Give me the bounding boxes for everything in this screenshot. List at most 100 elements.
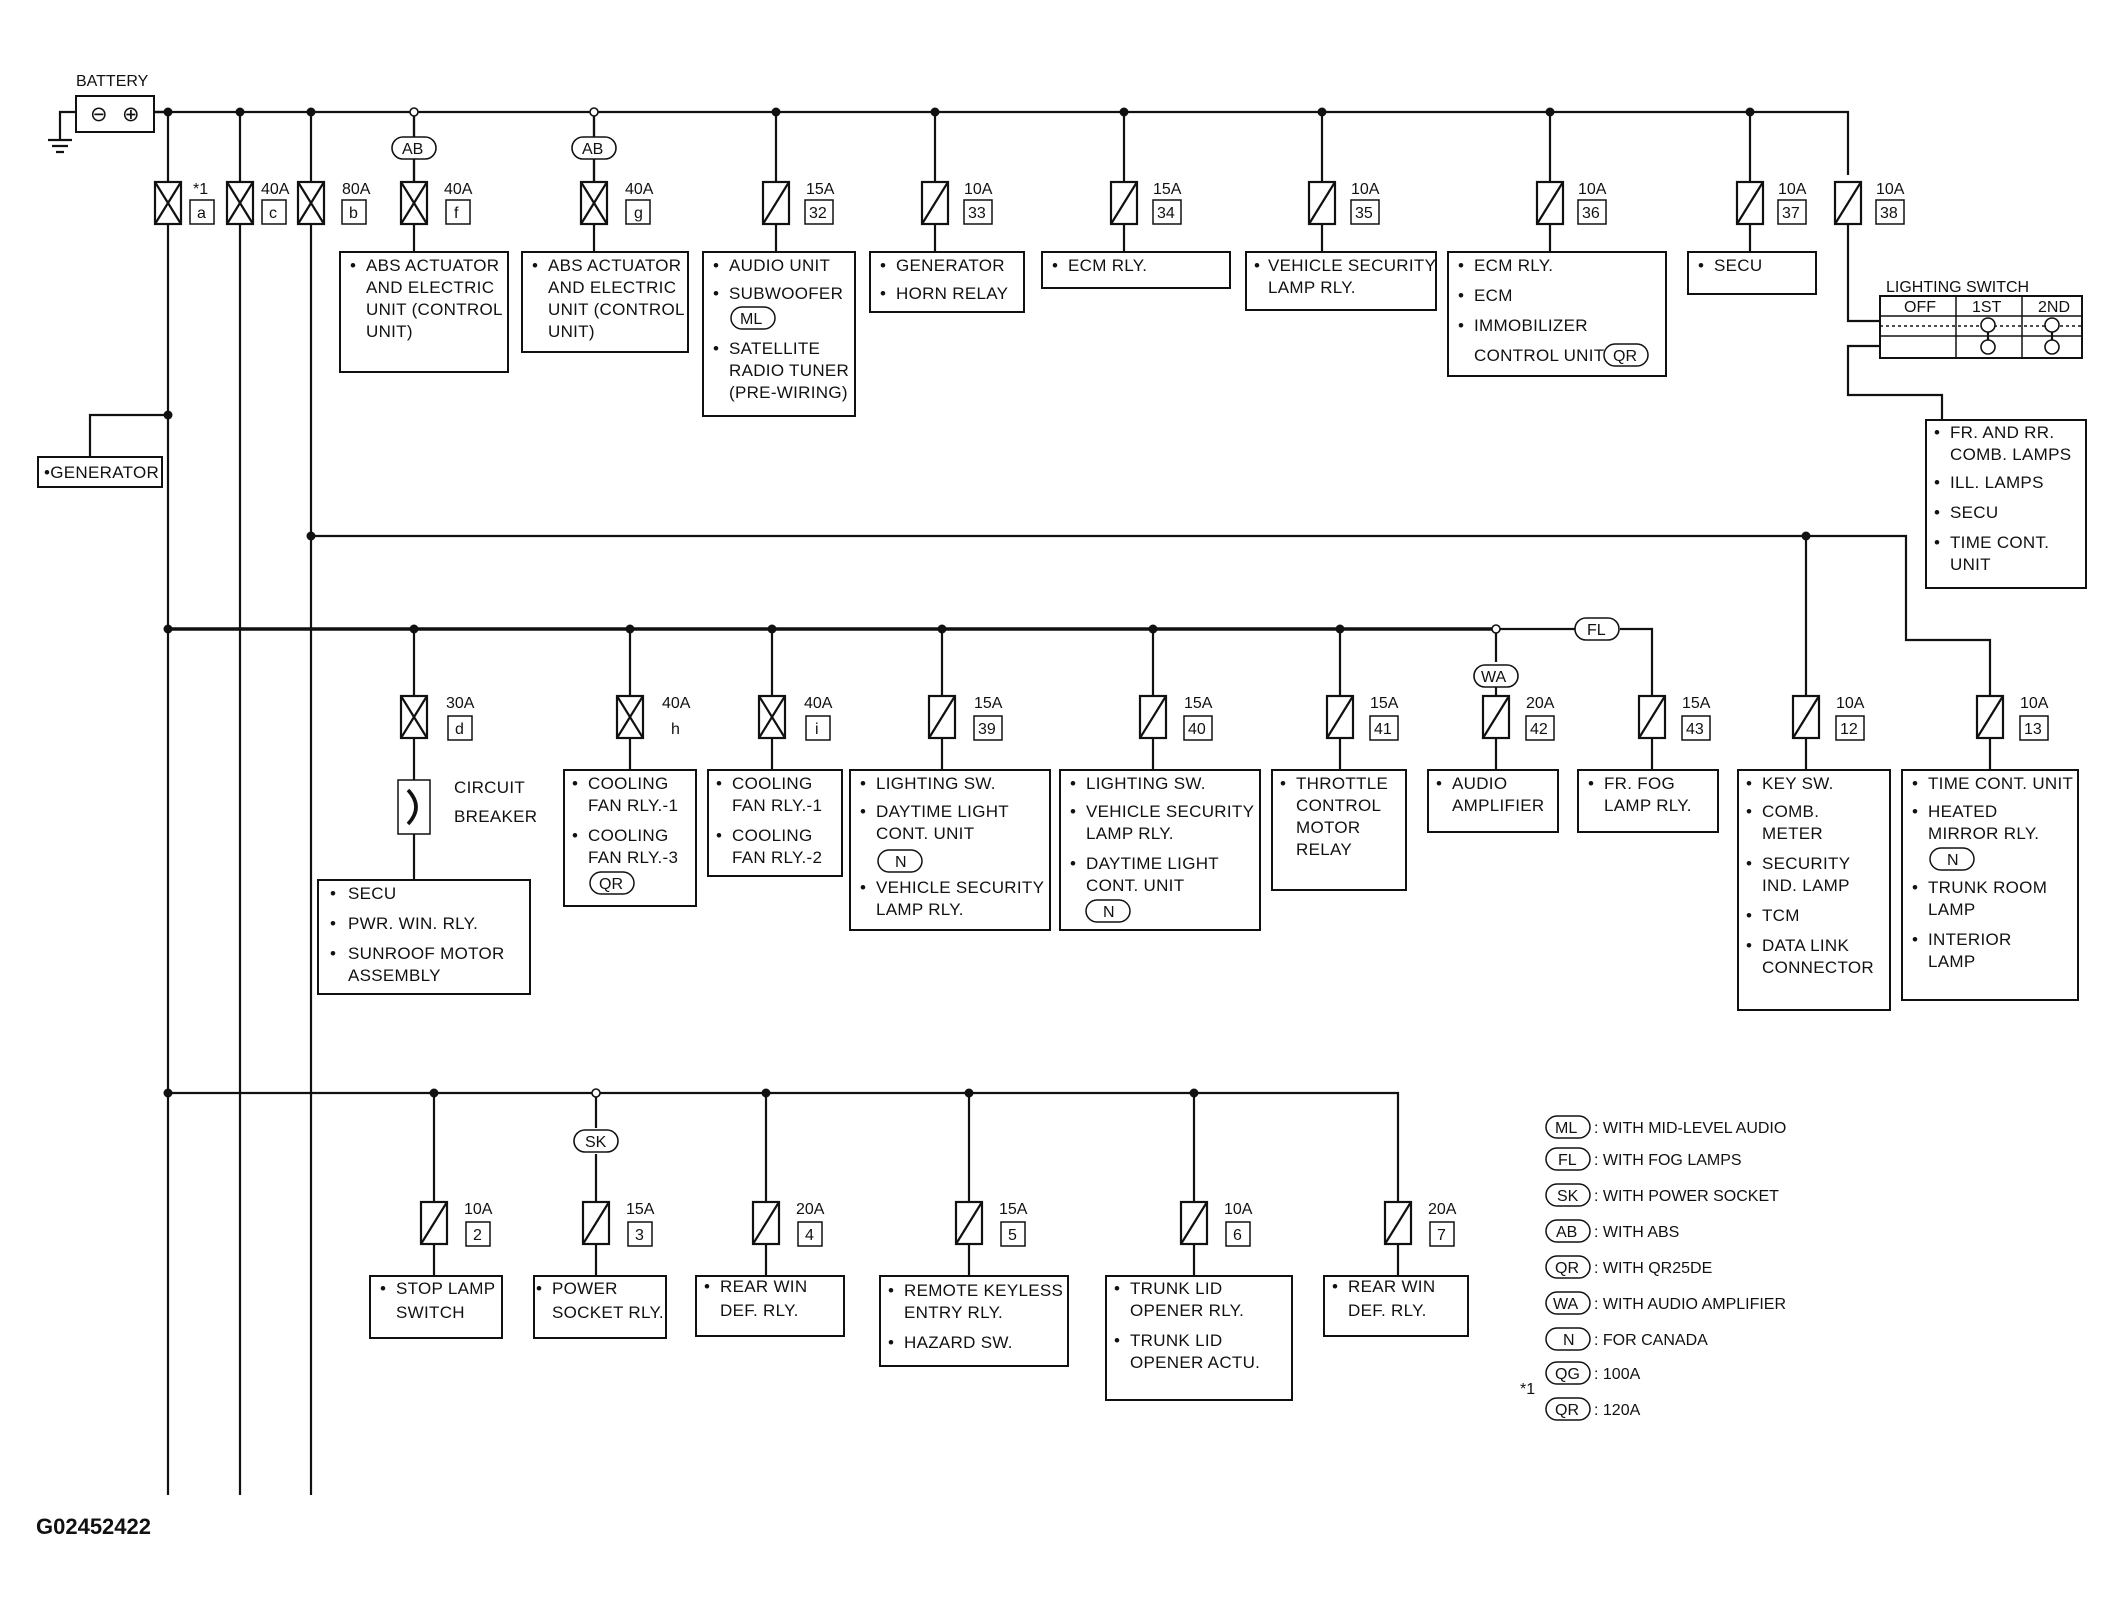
- legend-note-marker: *1: [1520, 1381, 1535, 1398]
- fuse-id: 43: [1686, 721, 1704, 738]
- fuse-id: 40: [1188, 721, 1206, 738]
- fuse-rating: 10A: [1836, 695, 1865, 712]
- svg-text:•: •: [860, 774, 866, 793]
- fuse-d: 30A d CIRCUIT BREAKER: [397, 694, 537, 835]
- fuse-id: 37: [1782, 205, 1800, 222]
- svg-text:DAYTIME LIGHT: DAYTIME LIGHT: [1086, 854, 1219, 873]
- position-1st: 1ST: [1972, 299, 2002, 316]
- load-box-32: • AUDIO UNIT • SUBWOOFER ML • SATELLITE …: [702, 251, 856, 417]
- legend: ML : WITH MID-LEVEL AUDIO FL : WITH FOG …: [1520, 1115, 1786, 1421]
- legend-item-qr: QR : WITH QR25DE: [1545, 1255, 1712, 1279]
- fuse-b: 80A b: [296, 180, 371, 226]
- fuse-41: 15A 41: [1325, 694, 1399, 741]
- generator-load: •GENERATOR: [37, 456, 163, 488]
- svg-text:QR: QR: [1555, 1260, 1579, 1277]
- option-code: FL: [1587, 622, 1606, 639]
- svg-text:RELAY: RELAY: [1296, 840, 1352, 859]
- fuse-id: g: [634, 205, 643, 222]
- svg-text:THROTTLE: THROTTLE: [1296, 774, 1388, 793]
- svg-text:: 100A: : 100A: [1594, 1366, 1641, 1383]
- svg-text:•: •: [1746, 854, 1752, 873]
- load-box-40: • LIGHTING SW. • VEHICLE SECURITY LAMP R…: [1059, 769, 1261, 931]
- svg-text:•: •: [1458, 286, 1464, 305]
- svg-text:FR. FOG: FR. FOG: [1604, 774, 1675, 793]
- svg-text:AND ELECTRIC: AND ELECTRIC: [548, 278, 676, 297]
- svg-text:HEATED: HEATED: [1928, 802, 1998, 821]
- svg-text:•: •: [1114, 1279, 1120, 1298]
- fuse-id: 3: [635, 1227, 644, 1244]
- svg-text:TRUNK LID: TRUNK LID: [1130, 1279, 1222, 1298]
- svg-text:DEF. RLY.: DEF. RLY.: [720, 1301, 799, 1320]
- figure-id: G02452422: [36, 1514, 151, 1539]
- svg-text:FL: FL: [1558, 1152, 1577, 1169]
- fuse-rating: 10A: [964, 181, 993, 198]
- fuse-f: AB 40A f: [391, 117, 473, 226]
- svg-text:AB: AB: [1556, 1224, 1577, 1241]
- fuse-rating: 10A: [1876, 181, 1905, 198]
- lighting-switch: LIGHTING SWITCH OFF 1ST 2ND: [1879, 279, 2083, 359]
- svg-text:•: •: [1458, 256, 1464, 275]
- svg-text:•: •: [572, 774, 578, 793]
- svg-text:COOLING: COOLING: [732, 826, 813, 845]
- option-code: N: [1103, 904, 1115, 921]
- svg-text:SWITCH: SWITCH: [396, 1303, 465, 1322]
- svg-text:CONT. UNIT: CONT. UNIT: [1086, 876, 1184, 895]
- svg-text:REMOTE KEYLESS: REMOTE KEYLESS: [904, 1281, 1063, 1300]
- svg-text:DATA LINK: DATA LINK: [1762, 936, 1849, 955]
- svg-text:UNIT): UNIT): [366, 322, 413, 341]
- fuse-id: c: [269, 205, 277, 222]
- legend-item-fl: FL : WITH FOG LAMPS: [1545, 1147, 1742, 1171]
- fuse-33: 10A 33: [920, 180, 993, 226]
- svg-text:•: •: [888, 1333, 894, 1352]
- option-code: ML: [740, 311, 762, 328]
- legend-item-sk: SK : WITH POWER SOCKET: [1545, 1183, 1779, 1207]
- fuse-39: 15A 39: [927, 694, 1003, 741]
- option-code: QR: [599, 876, 623, 893]
- load-box-d: • SECU • PWR. WIN. RLY. • SUNROOF MOTOR …: [317, 879, 531, 995]
- svg-text:CONTROL: CONTROL: [1296, 796, 1381, 815]
- fuse-38: 10A 38: [1833, 180, 1905, 226]
- fuse-a: *1 a: [153, 180, 215, 226]
- svg-text:INTERIOR: INTERIOR: [1928, 930, 2012, 949]
- svg-text:HORN RELAY: HORN RELAY: [896, 284, 1008, 303]
- svg-text:AUDIO UNIT: AUDIO UNIT: [729, 256, 830, 275]
- fuse-id: 4: [805, 1227, 814, 1244]
- svg-text:AUDIO: AUDIO: [1452, 774, 1507, 793]
- svg-text:UNIT: UNIT: [1950, 555, 1991, 574]
- load-box-35: • VEHICLE SECURITY LAMP RLY.: [1245, 251, 1437, 311]
- load-box-33: • GENERATOR • HORN RELAY: [869, 251, 1025, 313]
- svg-text:TCM: TCM: [1762, 906, 1800, 925]
- load-box-39: • LIGHTING SW. • DAYTIME LIGHT CONT. UNI…: [849, 769, 1051, 931]
- load-box-5: • REMOTE KEYLESS ENTRY RLY. • HAZARD SW.: [879, 1275, 1069, 1367]
- svg-text:: WITH ABS: : WITH ABS: [1594, 1224, 1679, 1241]
- svg-text:•: •: [1912, 878, 1918, 897]
- svg-text:SATELLITE: SATELLITE: [729, 339, 820, 358]
- svg-text:VEHICLE SECURITY: VEHICLE SECURITY: [1086, 802, 1254, 821]
- svg-text:METER: METER: [1762, 824, 1823, 843]
- svg-text:ILL. LAMPS: ILL. LAMPS: [1950, 473, 2044, 492]
- battery-label: BATTERY: [76, 73, 149, 90]
- svg-text:SUBWOOFER: SUBWOOFER: [729, 284, 843, 303]
- fuse-rating: 20A: [1526, 695, 1555, 712]
- svg-text:CONTROL UNIT: CONTROL UNIT: [1474, 346, 1604, 365]
- svg-text:CONT. UNIT: CONT. UNIT: [876, 824, 974, 843]
- svg-text:FR. AND RR.: FR. AND RR.: [1950, 423, 2054, 442]
- top-fuses: *1 a 40A c 80A b AB 40A f: [153, 117, 1905, 226]
- fuse-rating: 15A: [1682, 695, 1711, 712]
- svg-text:•: •: [860, 802, 866, 821]
- svg-text:: FOR CANADA: : FOR CANADA: [1594, 1332, 1708, 1349]
- svg-text:•: •: [880, 284, 886, 303]
- svg-text:(PRE-WIRING): (PRE-WIRING): [729, 383, 848, 402]
- svg-text:LAMP: LAMP: [1928, 952, 1976, 971]
- fuse-g: AB 40A g: [571, 117, 654, 226]
- svg-text:GENERATOR: GENERATOR: [896, 256, 1005, 275]
- fuse-id: b: [349, 205, 358, 222]
- svg-text:TIME CONT.: TIME CONT.: [1950, 533, 2049, 552]
- svg-text:: WITH FOG LAMPS: : WITH FOG LAMPS: [1594, 1152, 1742, 1169]
- svg-text:QG: QG: [1555, 1366, 1580, 1383]
- fuse-36: 10A 36: [1535, 180, 1607, 226]
- svg-text:AMPLIFIER: AMPLIFIER: [1452, 796, 1544, 815]
- fuse-13: 10A 13: [1975, 694, 2049, 741]
- svg-text:SECURITY: SECURITY: [1762, 854, 1850, 873]
